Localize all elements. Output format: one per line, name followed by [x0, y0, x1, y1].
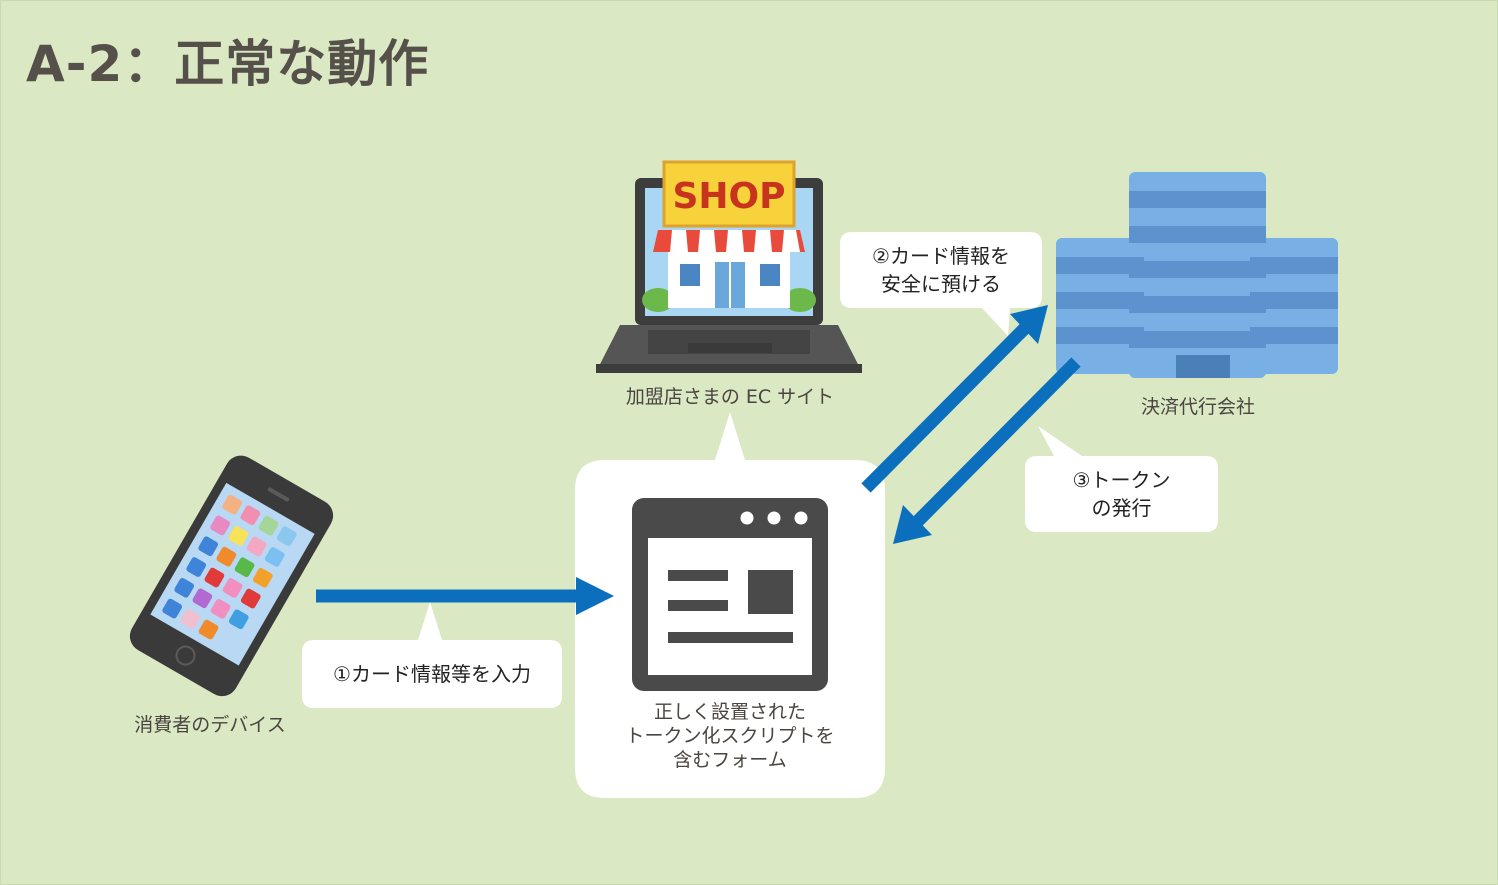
arrow-step3	[893, 357, 1081, 544]
step3-callout: ③トークン の発行	[1025, 466, 1218, 522]
form-caption: 正しく設置された トークン化スクリプトを 含むフォーム	[575, 700, 885, 772]
step2-callout: ②カード情報を 安全に預ける	[840, 242, 1042, 298]
step2-text-line2: 安全に預ける	[881, 272, 1001, 296]
form-caption-line: 含むフォーム	[673, 749, 787, 771]
shop-sign-text: SHOP	[672, 176, 785, 217]
smartphone-icon	[129, 455, 334, 697]
form-caption-line: トークン化スクリプトを	[625, 725, 835, 747]
page-title: A-2：正常な動作	[26, 35, 430, 93]
step3-text-line1: ③トークン	[1072, 468, 1171, 492]
arrow-step2	[861, 305, 1048, 493]
form-caption-line: 正しく設置された	[653, 701, 806, 723]
step2-text-line1: ②カード情報を	[872, 244, 1010, 268]
consumer-device-caption: 消費者のデバイス	[134, 714, 286, 736]
payment-company-caption: 決済代行会社	[1140, 396, 1255, 418]
step3-text-line2: の発行	[1091, 496, 1152, 520]
arrow-step1	[316, 577, 614, 615]
ec-site-caption: 加盟店さまの EC サイト	[625, 386, 835, 408]
laptop-shop-icon: SHOP	[596, 160, 862, 373]
office-building-icon	[1056, 172, 1338, 378]
step1-text: ①カード情報等を入力	[333, 662, 531, 686]
step1-callout: ①カード情報等を入力	[302, 660, 562, 688]
browser-window-icon	[632, 498, 828, 691]
